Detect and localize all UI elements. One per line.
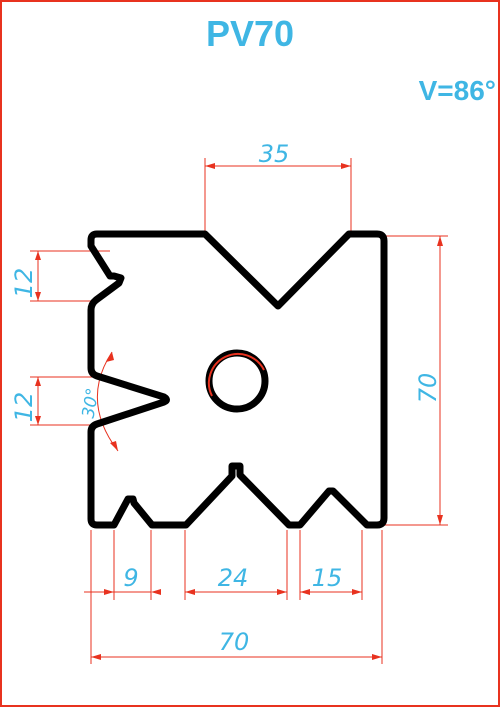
dimension-label-15: 15 <box>312 564 343 592</box>
dimension-left-lower-12: 12 <box>10 376 100 426</box>
dimension-label-9: 9 <box>123 564 138 592</box>
dimension-bottom-extensions <box>90 530 383 664</box>
dimension-label-24: 24 <box>218 564 249 592</box>
dimension-bottom-9: 9 <box>84 564 161 595</box>
dimension-bottom-24: 24 <box>185 564 287 595</box>
drawing-title: PV70 <box>206 13 294 54</box>
dimension-right-70: 70 <box>385 235 448 526</box>
dimension-bottom-15: 15 <box>300 564 362 595</box>
v-angle-label: V=86° <box>419 75 496 106</box>
dimension-label-70-width: 70 <box>219 628 250 656</box>
dimension-left-upper-12: 12 <box>10 250 110 302</box>
center-hole-accent <box>207 352 265 397</box>
die-profile-outline <box>87 230 388 529</box>
angle-dimension-30: 30° <box>79 351 119 452</box>
dimension-label-12-lower: 12 <box>10 392 38 423</box>
dimension-label-12-upper: 12 <box>10 268 38 299</box>
dimension-overall-70: 70 <box>91 628 382 660</box>
dimension-top-35: 35 <box>204 140 352 236</box>
dimension-label-35: 35 <box>259 140 290 168</box>
dimension-label-70-height: 70 <box>414 373 442 404</box>
